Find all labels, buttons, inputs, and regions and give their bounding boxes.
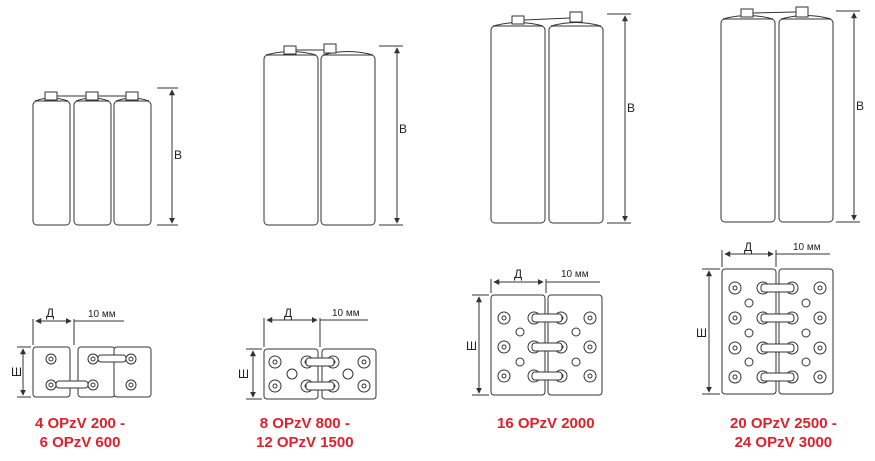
terminal-connector: [740, 6, 809, 18]
terminal-connector: [44, 91, 139, 101]
front-view-group-4: [720, 6, 860, 223]
cell-body: [32, 100, 71, 226]
gap-label: 10 мм: [793, 242, 821, 253]
width-label: Ш: [466, 339, 477, 353]
caption-line: 8 OPzV 800 -: [259, 415, 350, 432]
gap-label: 10 мм: [561, 269, 589, 280]
model-caption-2: 8 OPzV 800 - 12 OPzV 1500: [256, 414, 354, 452]
caption-line: 20 OPzV 2500 -: [730, 415, 837, 432]
height-label: В: [627, 101, 635, 115]
width-label: Ш: [696, 326, 707, 340]
width-label: Ш: [11, 365, 22, 379]
cell-body: [720, 18, 776, 223]
caption-line: 16 OPzV 2000: [497, 415, 595, 432]
depth-label: Д: [514, 267, 522, 281]
cell-body: [778, 18, 834, 223]
caption-line: 6 OPzV 600: [39, 434, 121, 451]
cell-body: [320, 54, 376, 226]
top-view-group-3: [472, 279, 603, 396]
cell-body: [113, 100, 152, 226]
gap-label: 10 мм: [88, 309, 116, 320]
terminal-connector: [283, 43, 337, 55]
terminal-connector: [511, 11, 583, 25]
gap-label: 10 мм: [332, 308, 360, 319]
caption-line: 4 OPzV 200 -: [35, 415, 126, 432]
width-label: Ш: [238, 367, 249, 381]
front-view-group-1: [32, 87, 178, 226]
front-view-group-3: [490, 11, 631, 224]
front-view-group-2: [263, 43, 403, 226]
depth-label: Д: [46, 306, 54, 320]
height-label: В: [174, 148, 182, 162]
depth-label: Д: [284, 306, 292, 320]
top-view-group-2: [246, 317, 377, 400]
model-caption-1: 4 OPzV 200 - 6 OPzV 600: [35, 414, 125, 452]
model-caption-4: 20 OPzV 2500 - 24 OPzV 3000: [730, 414, 837, 452]
caption-line: 24 OPzV 3000: [734, 434, 833, 451]
height-label: В: [399, 122, 407, 136]
top-view-group-4: [702, 250, 834, 395]
cell-body: [263, 54, 319, 226]
cell-body: [548, 25, 604, 224]
caption-line: 12 OPzV 1500: [256, 434, 354, 451]
cell-body: [73, 100, 112, 226]
cell-body: [490, 25, 546, 224]
model-caption-3: 16 OPzV 2000: [497, 414, 595, 433]
top-view-group-1: [17, 318, 152, 398]
height-label: В: [856, 99, 864, 113]
depth-label: Д: [744, 240, 752, 254]
